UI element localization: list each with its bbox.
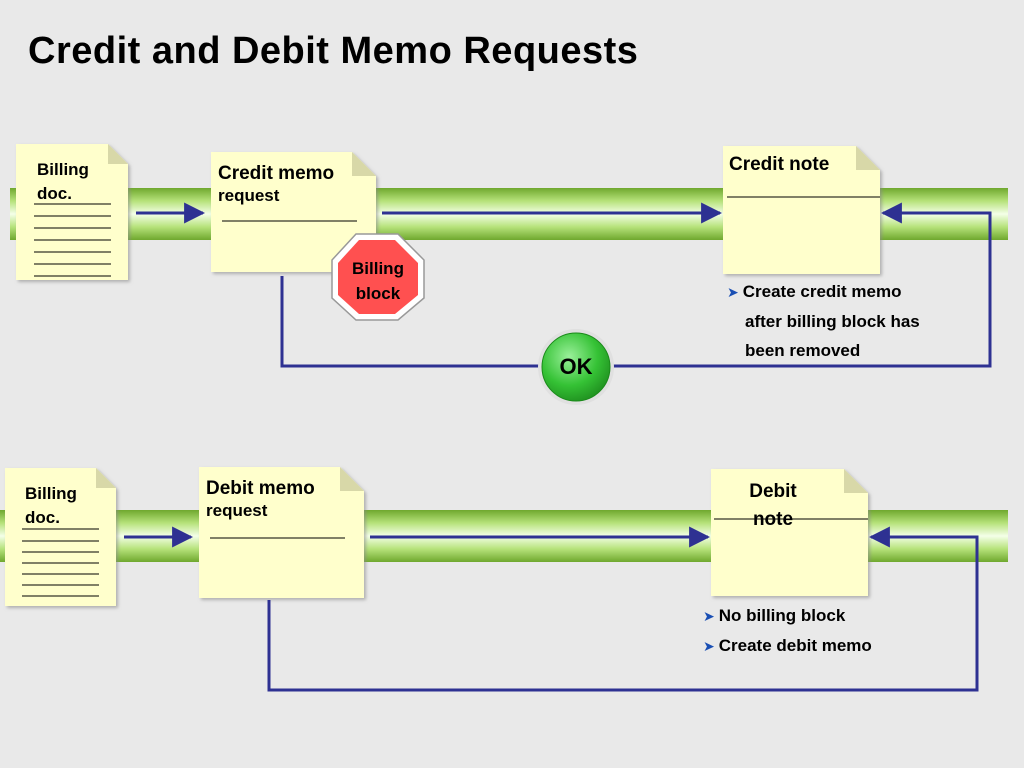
billing-block-label: Billing block	[338, 256, 418, 306]
billing-block-line2: block	[355, 284, 401, 303]
credit-note-doc	[723, 146, 880, 274]
debit-return-path	[267, 526, 979, 692]
debit-memo-request-title: Debit memo	[206, 478, 315, 499]
credit-memo-request-subtitle: request	[218, 186, 280, 205]
debit-memo-request-subtitle: request	[206, 501, 268, 520]
credit-notes: ➤Create credit memo after billing block …	[727, 277, 920, 365]
billing-block-stop-sign	[331, 233, 425, 321]
credit-billing-doc-line1: Billing	[37, 160, 89, 179]
credit-billing-doc-label: Billing doc.	[37, 158, 89, 206]
debit-note-line2: note	[752, 509, 794, 530]
debit-note-doc	[711, 469, 868, 596]
credit-note-title: Credit note	[729, 154, 830, 175]
ok-label: OK	[559, 354, 593, 379]
arrow-bullet-icon: ➤	[703, 608, 715, 624]
credit-note-line-3: been removed	[745, 341, 861, 360]
credit-billing-doc	[16, 144, 128, 280]
credit-memo-request-doc	[211, 152, 376, 272]
debit-note-title: Debit note	[738, 478, 808, 534]
credit-memo-request-title: Credit memo	[218, 163, 335, 184]
page-title: Credit and Debit Memo Requests	[28, 30, 639, 72]
arrow-bullet-icon: ➤	[703, 638, 715, 654]
credit-note-bullet-1: ➤Create credit memo	[727, 282, 902, 301]
arrow-bullet-icon: ➤	[727, 284, 739, 300]
credit-note-line-2: after billing block has	[745, 312, 920, 331]
debit-billing-doc-line2: doc.	[25, 508, 60, 527]
credit-return-path	[280, 202, 992, 368]
debit-billing-doc-line1: Billing	[25, 484, 77, 503]
credit-memo-request-label: Credit memo request	[218, 163, 334, 207]
billing-block-line1: Billing	[352, 259, 404, 278]
debit-flow	[0, 467, 1008, 692]
debit-note-line1: Debit	[749, 481, 797, 502]
debit-billing-doc	[5, 468, 116, 606]
debit-note-bullet-2: ➤Create debit memo	[703, 636, 872, 655]
debit-note-bullet-1: ➤No billing block	[703, 606, 846, 625]
debit-billing-doc-label: Billing doc.	[25, 482, 77, 530]
debit-memo-request-doc	[199, 467, 364, 598]
credit-billing-doc-line2: doc.	[37, 184, 72, 203]
debit-memo-request-label: Debit memo request	[206, 478, 315, 522]
ok-circle	[538, 329, 614, 405]
debit-notes: ➤No billing block ➤Create debit memo	[703, 601, 872, 661]
credit-flow	[10, 144, 1008, 405]
